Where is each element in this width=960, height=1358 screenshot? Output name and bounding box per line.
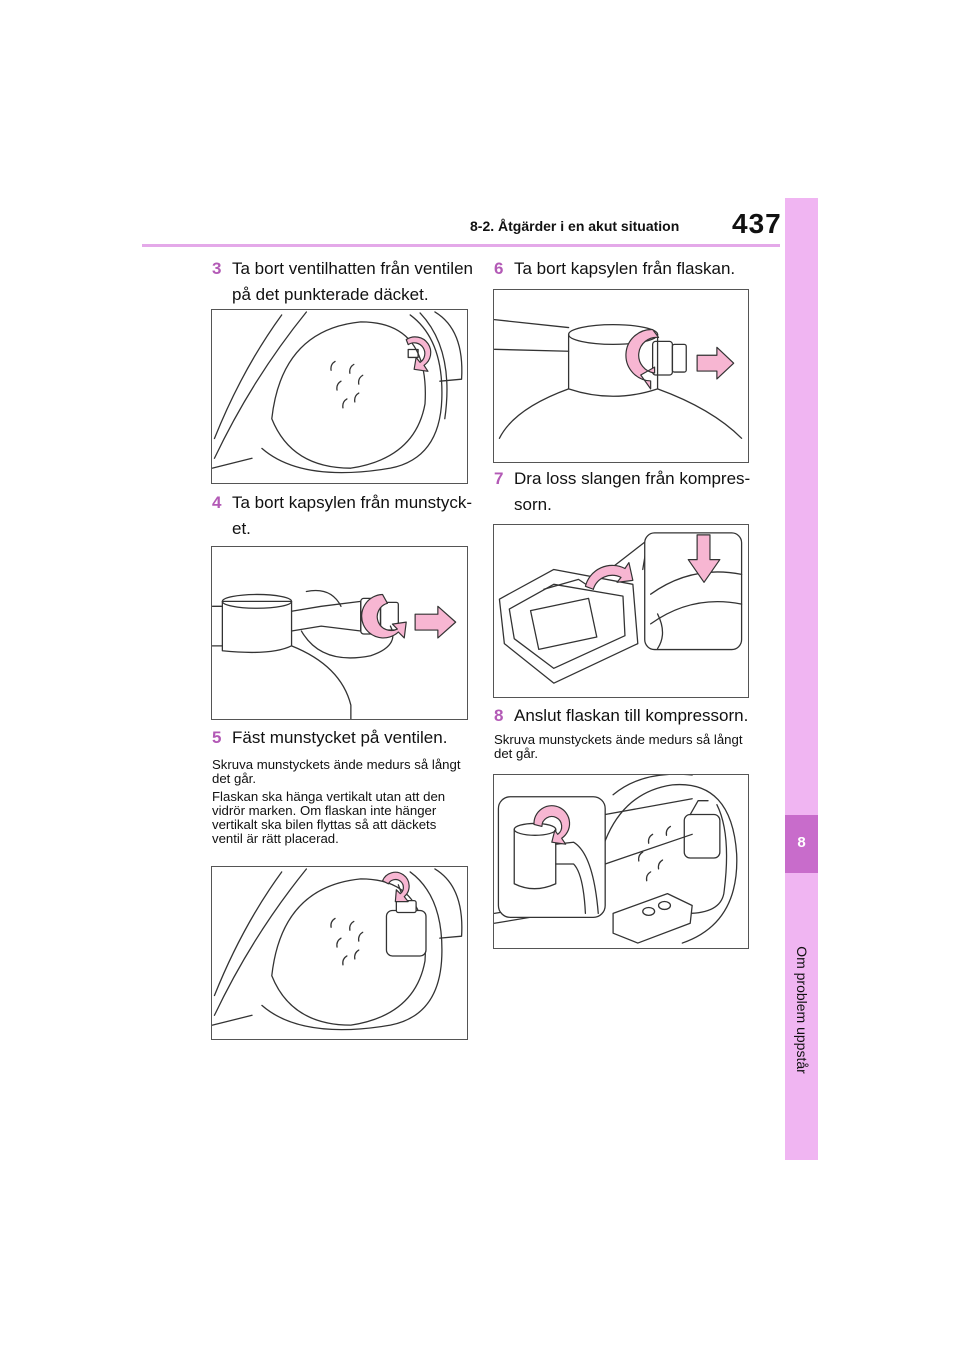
step-5-note-2: Flaskan ska hänga vertikalt utan att den… xyxy=(212,789,446,846)
figure-remove-valve-cap xyxy=(211,309,468,484)
step-6: 6 Ta bort kapsylen från flaskan. xyxy=(494,256,759,282)
step-5: 5 Fäst munstycket på ventilen. xyxy=(212,725,477,751)
step-number: 8 xyxy=(494,706,504,725)
header-rule xyxy=(142,244,780,247)
step-number: 7 xyxy=(494,469,504,488)
chapter-title: Om problem uppstår xyxy=(794,946,810,1074)
section-title: 8-2. Åtgärder i en akut situation xyxy=(470,218,680,234)
chapter-side-tab xyxy=(785,198,818,1160)
step-4: 4 Ta bort kapsylen från munstyck- et. xyxy=(212,490,477,542)
page-number: 437 xyxy=(732,208,782,239)
figure-connect-bottle-to-compressor xyxy=(493,774,749,949)
figure-attach-nozzle-to-valve xyxy=(211,866,468,1040)
step-number: 4 xyxy=(212,493,222,512)
step-number: 6 xyxy=(494,259,504,278)
figure-detach-hose-from-compressor xyxy=(493,524,749,698)
chapter-number: 8 xyxy=(797,834,806,851)
figure-remove-bottle-cap xyxy=(493,289,749,463)
step-text: Ta bort ventilhatten från ventilen xyxy=(232,259,473,278)
step-8: 8 Anslut flaskan till kompressorn. xyxy=(494,703,759,729)
step-text-continued: på det punkterade däcket. xyxy=(232,285,429,304)
chapter-number-tab xyxy=(785,815,818,873)
step-number: 3 xyxy=(212,259,222,278)
step-text: Ta bort kapsylen från munstyck- xyxy=(232,493,472,512)
step-3: 3 Ta bort ventilhatten från ventilen på d… xyxy=(212,256,477,308)
step-text-continued: et. xyxy=(232,519,251,538)
step-text-continued: sorn. xyxy=(514,495,552,514)
figure-remove-nozzle-cap xyxy=(211,546,468,720)
step-number: 5 xyxy=(212,728,222,747)
step-text: Fäst munstycket på ventilen. xyxy=(232,728,448,747)
step-5-note-1: Skruva munstyckets ände medurs så långt … xyxy=(212,757,461,786)
step-8-note-1: Skruva munstyckets ände medurs så långt … xyxy=(494,732,743,761)
step-text: Dra loss slangen från kompres- xyxy=(514,469,751,488)
step-7: 7 Dra loss slangen från kompres- sorn. xyxy=(494,466,759,518)
step-text: Ta bort kapsylen från flaskan. xyxy=(514,259,736,278)
step-text: Anslut flaskan till kompressorn. xyxy=(514,706,749,725)
